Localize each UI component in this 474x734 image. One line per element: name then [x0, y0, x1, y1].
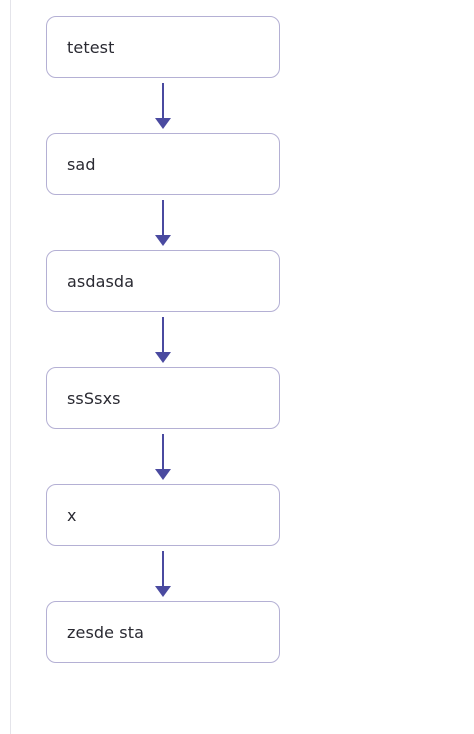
arrow-down-icon [155, 317, 171, 363]
flow-step-label: tetest [67, 37, 115, 57]
flow-step[interactable]: x [46, 484, 280, 546]
flow-step[interactable]: zesde sta [46, 601, 280, 663]
flow-connector [46, 546, 280, 601]
arrow-down-icon [155, 200, 171, 246]
arrow-down-icon [155, 434, 171, 480]
arrow-down-icon [155, 551, 171, 597]
flow-connector [46, 312, 280, 367]
flow-step[interactable]: ssSsxs [46, 367, 280, 429]
flow-step[interactable]: sad [46, 133, 280, 195]
flow-connector [46, 429, 280, 484]
flow-step[interactable]: asdasda [46, 250, 280, 312]
flow-step-label: asdasda [67, 271, 135, 291]
flow-step[interactable]: tetest [46, 16, 280, 78]
flow-step-label: zesde sta [67, 622, 144, 642]
flow-step-label: x [67, 505, 77, 525]
flow-step-label: ssSsxs [67, 388, 121, 408]
flowchart: tetest sad asdasda ssSsxs x [46, 16, 280, 663]
flow-step-label: sad [67, 154, 96, 174]
arrow-down-icon [155, 83, 171, 129]
flow-connector [46, 78, 280, 133]
flow-connector [46, 195, 280, 250]
panel-left-border [10, 0, 11, 734]
